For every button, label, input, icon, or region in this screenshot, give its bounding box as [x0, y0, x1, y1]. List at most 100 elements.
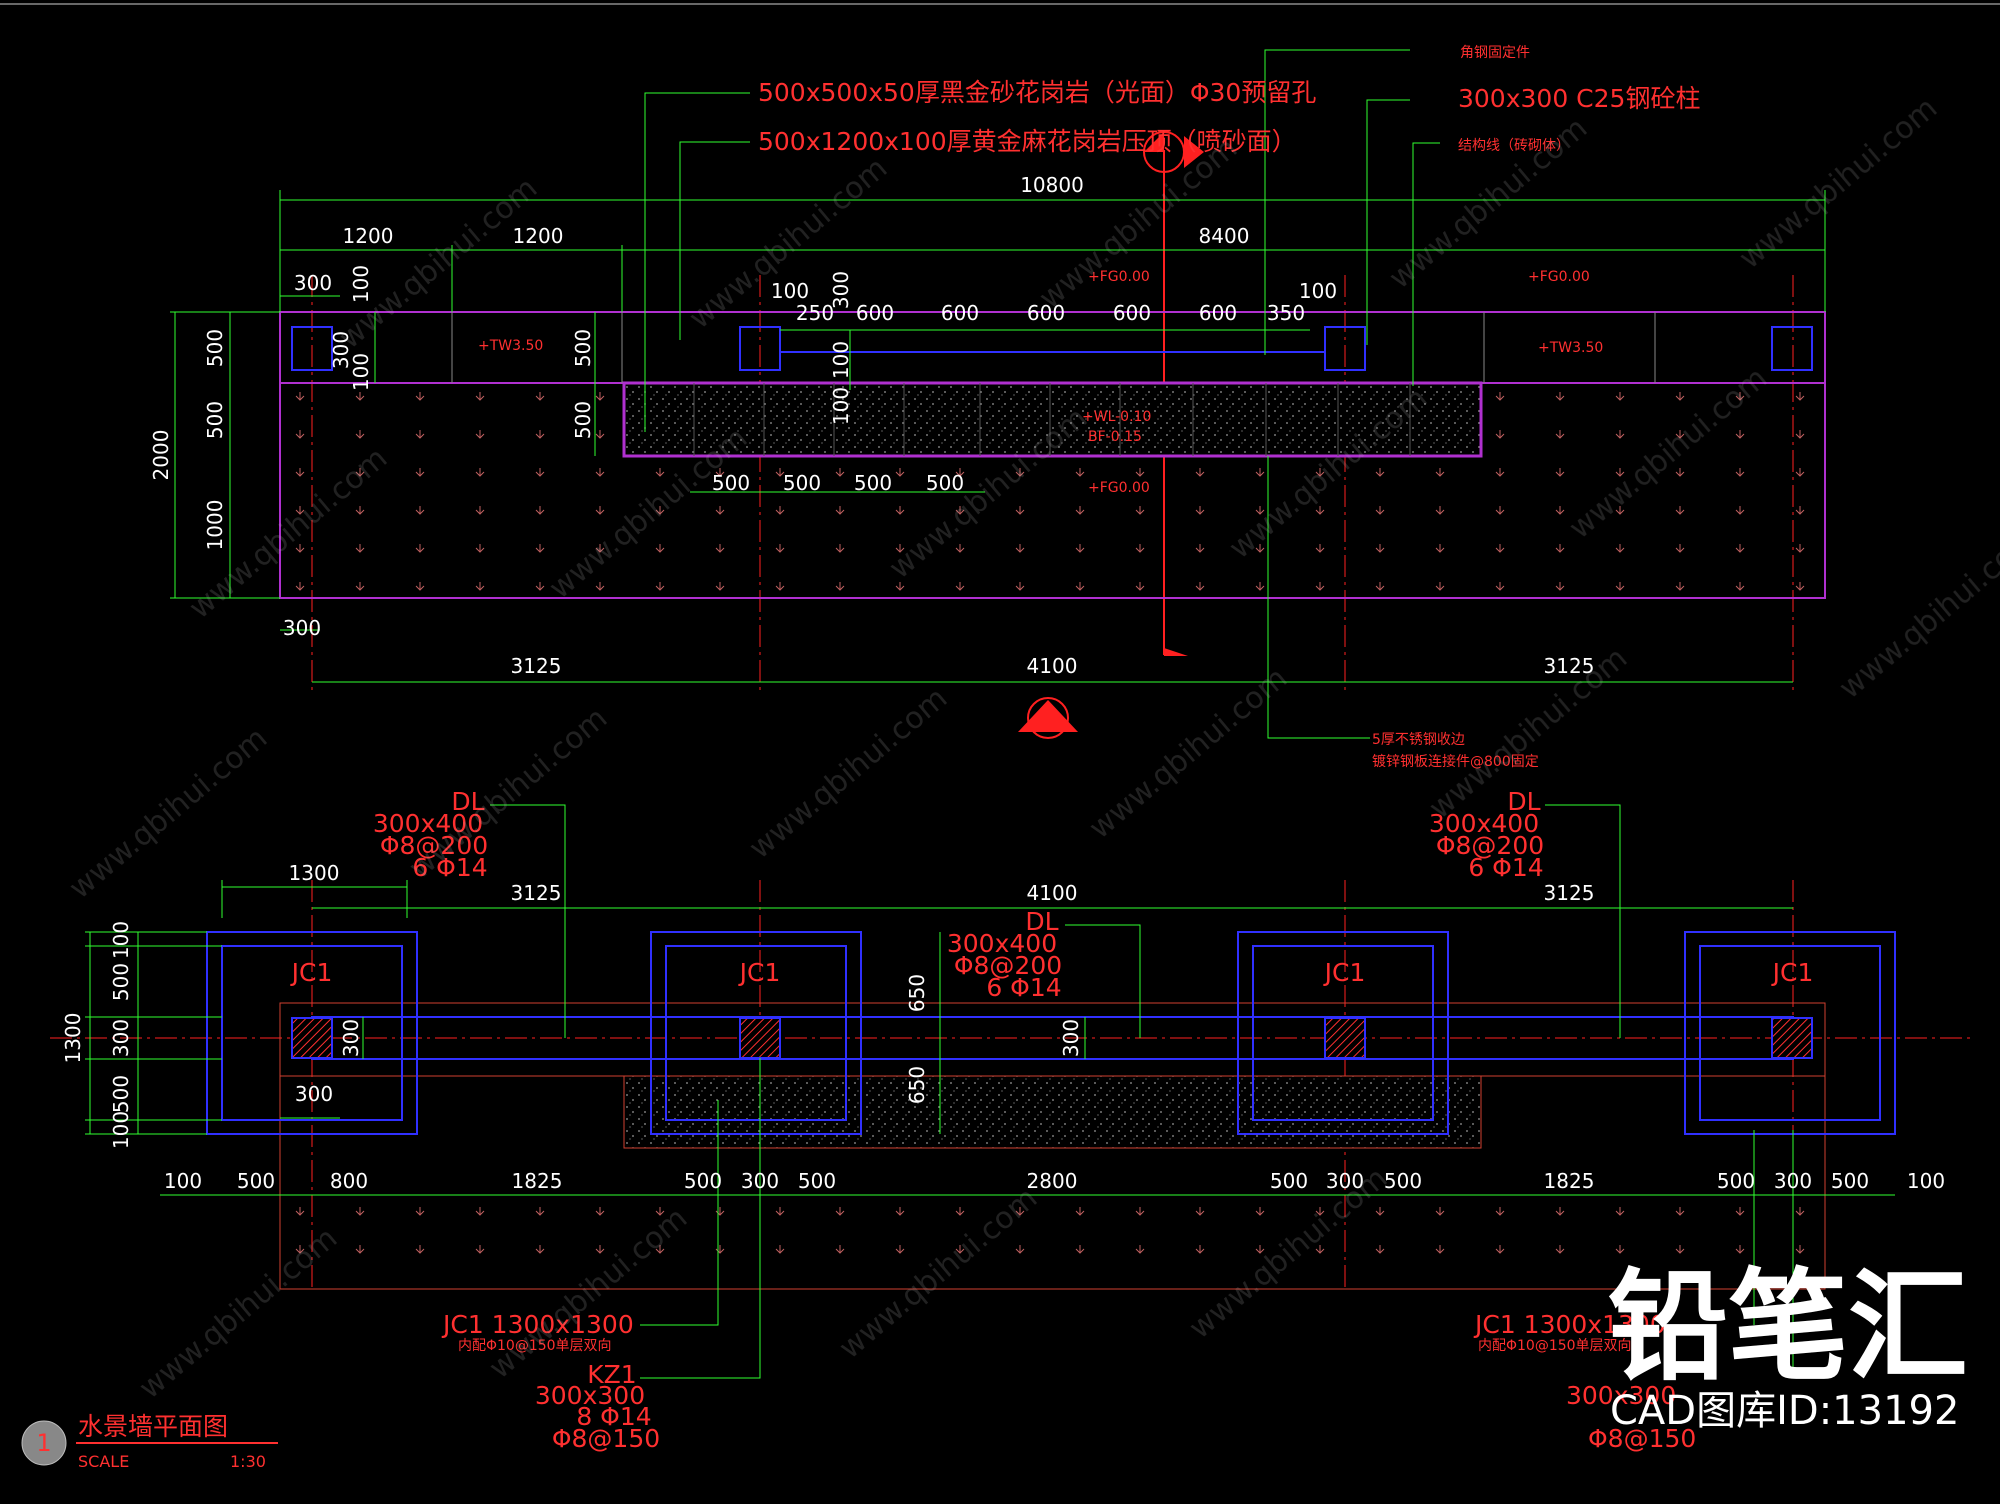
grass-mark: [1615, 430, 1625, 439]
grass-mark: [955, 506, 965, 515]
grass-mark: [415, 1207, 425, 1216]
level-tw-1: +TW3.50: [478, 338, 543, 354]
bottom-row-dims: 100 500 800 1825 500 300 500 2800 500 30…: [164, 1169, 1945, 1193]
grass-mark: [1255, 506, 1265, 515]
grass-mark: [1015, 1207, 1025, 1216]
br-9: 300: [1326, 1169, 1364, 1193]
grass-mark: [1495, 468, 1505, 477]
grass-mark: [1195, 544, 1205, 553]
jc1-label-3: JC1: [1323, 958, 1366, 987]
grass-mark: [775, 1245, 785, 1254]
grass-mark: [955, 544, 965, 553]
grass-mark: [295, 1245, 305, 1254]
grass-mark: [1195, 1207, 1205, 1216]
br-10: 500: [1384, 1169, 1422, 1193]
br-8: 500: [1270, 1169, 1308, 1193]
jc1-label-4: JC1: [1771, 958, 1814, 987]
dl-3-line-4: 6 Φ14: [986, 973, 1061, 1002]
grass-mark: [1435, 1245, 1445, 1254]
watermark-url: www.qbihui.com: [1083, 661, 1295, 846]
grass-mark: [895, 544, 905, 553]
dim-top-600a: 600: [856, 301, 894, 325]
dim-top-100a: 100: [771, 279, 809, 303]
grass-mark: [1555, 544, 1565, 553]
grass-mark: [835, 1245, 845, 1254]
grass-mark: [1675, 544, 1685, 553]
br-2: 800: [330, 1169, 368, 1193]
grass-mark: [1495, 1245, 1505, 1254]
dim-l-500a: 500: [109, 963, 133, 1001]
grass-mark: [1315, 582, 1325, 591]
grass-mark: [535, 544, 545, 553]
kz-note-r-2: Φ8@150: [1588, 1424, 1696, 1453]
grass-mark: [1135, 1207, 1145, 1216]
dim-i-300b: 300: [1059, 1019, 1083, 1057]
jc-note-2: 内配Φ10@150单层双向: [458, 1338, 612, 1354]
grass-mark: [955, 468, 965, 477]
grass-mark: [655, 506, 665, 515]
jc1-label-2: JC1: [738, 958, 781, 987]
grass-mark: [1375, 1207, 1385, 1216]
grass-mark: [1015, 582, 1025, 591]
grass-mark: [475, 544, 485, 553]
grass-mark: [1015, 468, 1025, 477]
grass-mark: [1255, 582, 1265, 591]
grass-mark: [415, 430, 425, 439]
grass-mark: [1615, 582, 1625, 591]
grass-mark: [1495, 1207, 1505, 1216]
br-13: 300: [1774, 1169, 1812, 1193]
grass-mark: [835, 544, 845, 553]
grass-mark: [1795, 582, 1805, 591]
dim-v-500b: 500: [571, 401, 595, 439]
grid-top-3125b: 3125: [1544, 654, 1595, 678]
grass-mark: [1255, 468, 1265, 477]
grass-mark: [1735, 506, 1745, 515]
grass-mark: [475, 430, 485, 439]
br-15: 100: [1907, 1169, 1945, 1193]
dim-b-300: 300: [283, 616, 321, 640]
grass-mark: [475, 506, 485, 515]
grass-mark: [655, 1207, 665, 1216]
grass-mark: [655, 1245, 665, 1254]
grass-mark: [295, 430, 305, 439]
grass-mark: [1015, 544, 1025, 553]
grass-mark: [955, 582, 965, 591]
grass-mark: [1735, 468, 1745, 477]
kz-note-2: 300x300: [535, 1381, 645, 1410]
drawing-number: 1: [36, 1429, 51, 1457]
dim-top-350: 350: [1267, 301, 1305, 325]
br-1: 500: [237, 1169, 275, 1193]
grass-mark: [415, 392, 425, 401]
grass-mark: [1615, 1207, 1625, 1216]
jc1-label-1: JC1: [290, 958, 333, 987]
grass-mark: [1135, 582, 1145, 591]
title-block: 1 水景墙平面图 SCALE 1:30: [21, 1412, 278, 1471]
dl-2-line-3: Φ8@200: [1436, 831, 1544, 860]
grass-mark: [1135, 1245, 1145, 1254]
grass-mark: [775, 506, 785, 515]
grass-mark: [1435, 1207, 1445, 1216]
grass-mark: [355, 430, 365, 439]
watermark-url: www.qbihui.com: [63, 721, 275, 906]
dim-l-300: 300: [109, 1019, 133, 1057]
grass-mark: [1375, 582, 1385, 591]
br-4: 500: [684, 1169, 722, 1193]
watermark-brand: 铅笔汇: [1608, 1258, 1968, 1397]
dim-l-100a: 100: [109, 921, 133, 959]
dim-v-100: 100: [349, 265, 373, 303]
note-edge-2: 镀锌钢板连接件@800固定: [1372, 753, 1539, 770]
dim-lines-top: [170, 190, 1826, 683]
grass-mark: [1495, 582, 1505, 591]
grass-mark: [1735, 430, 1745, 439]
dim-b-500c: 500: [854, 471, 892, 495]
grass-mark: [1795, 1245, 1805, 1254]
br-0: 100: [164, 1169, 202, 1193]
grass-mark: [535, 1245, 545, 1254]
grass-mark: [895, 506, 905, 515]
dim-l-100b: 100: [109, 1111, 133, 1149]
columns: [291, 1017, 1813, 1059]
axis-arrow: [1164, 648, 1188, 656]
br-14: 500: [1831, 1169, 1869, 1193]
br-7: 2800: [1027, 1169, 1078, 1193]
dl-3-line-2: 300x400: [947, 929, 1057, 958]
